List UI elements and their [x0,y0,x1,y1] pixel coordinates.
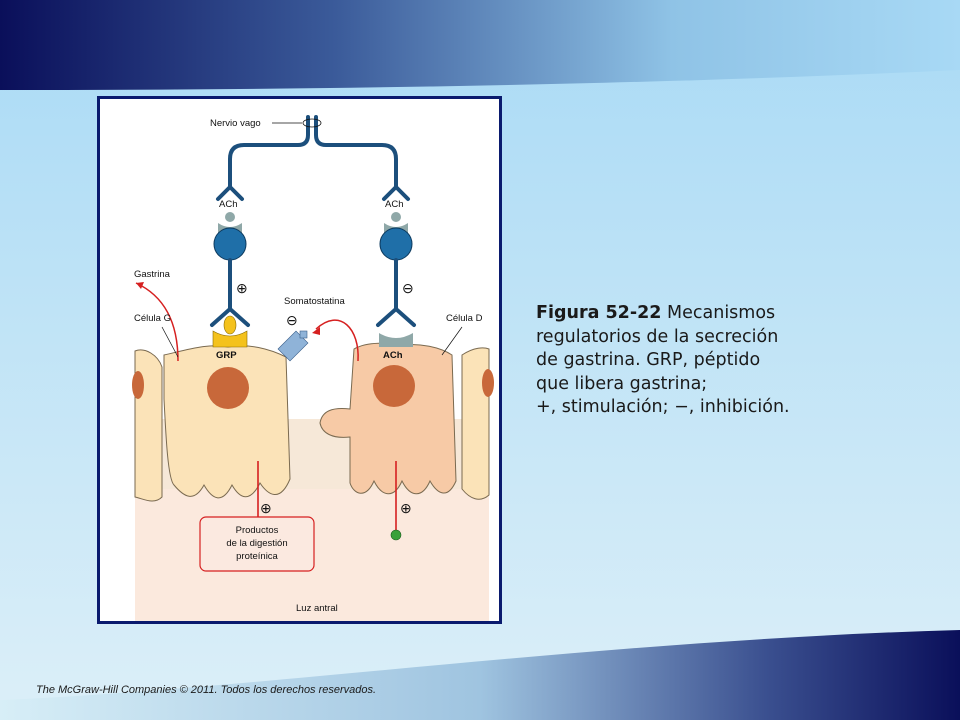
products-line1: Productos [236,525,279,536]
somatostatin-label: Somatostatina [284,296,345,307]
somatostatin-release-arrow [315,319,359,362]
gastrin-regulation-diagram: Nervio vago ACh ACh ⊕ ⊖ GRP [132,115,494,621]
right-muscarinic-receptor [379,212,413,261]
caption-line-1: Figura 52-22 Mecanismos [536,302,836,326]
caption-line-2: regulatorios de la secreción [536,326,779,347]
g-cell-label: Célula G [134,313,171,324]
caption-line-3: de gastrina. GRP, péptido [536,350,761,370]
figure-frame: Nervio vago ACh ACh ⊕ ⊖ GRP [97,96,502,624]
caption-line-5: +, stimulación; −, inhibición. [536,397,790,417]
partial-cell-right [461,347,490,500]
caption-line1-text: Mecanismos [661,303,776,323]
ach-right-label: ACh [385,199,403,210]
grp-label: GRP [216,350,237,361]
g-cell-nucleus [207,367,249,409]
minus-sign-somatostatin: ⊖ [286,312,298,328]
ach-d-cell-label: ACh [383,350,403,361]
vagus-nerve-label: Nervio vago [210,118,261,129]
products-line3: proteínica [236,551,278,562]
plus-sign-products: ⊕ [260,500,272,516]
lumen-label: Luz antral [296,603,338,614]
vagus-nerve [216,115,410,201]
left-muscarinic-receptor [213,212,247,261]
products-box [199,516,315,572]
d-cell-label: Célula D [446,313,483,324]
right-postganglionic-fiber [376,258,416,327]
left-postganglionic-fiber [210,258,250,327]
minus-sign-right: ⊖ [402,280,414,296]
d-cell [319,342,457,495]
products-line2: de la digestión [226,538,287,549]
lumen-stimulus-ball [390,529,402,541]
somatostatin-receptor [277,330,309,362]
figure-number: Figura 52-22 [536,303,662,323]
copyright-footer: The McGraw-Hill Companies © 2011. Todos … [36,684,377,696]
ach-left-label: ACh [219,199,237,210]
gastrin-label: Gastrina [134,269,171,280]
d-cell-nucleus [373,365,415,407]
gastrin-release-arrow [135,282,179,362]
figure-caption: Figura 52-22 Mecanismos regulatorios de … [536,302,836,420]
plus-sign-d-lumen: ⊕ [400,500,412,516]
caption-line-4: que libera gastrina; [536,373,708,394]
grp-receptor [212,315,248,348]
ach-receptor-d-cell [379,333,413,347]
plus-sign-left: ⊕ [236,280,248,296]
